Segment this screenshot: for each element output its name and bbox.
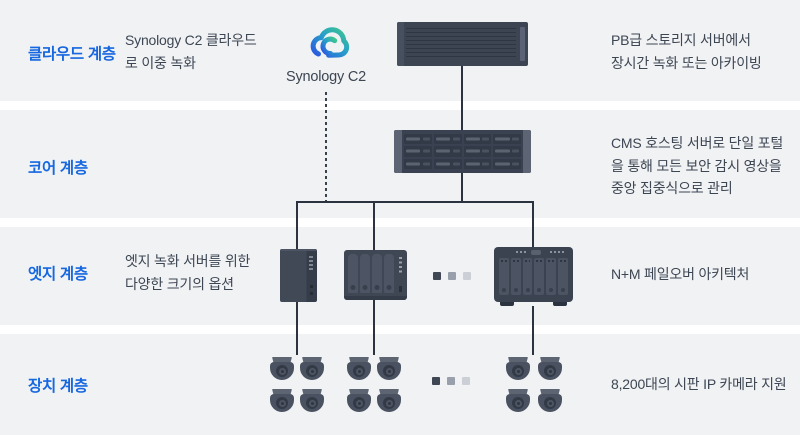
branch-to-nas4-connector: [373, 201, 375, 250]
nas-left-rail: [394, 130, 402, 173]
six-bay-nas-illustration: [494, 247, 573, 302]
two-bay-nas-illustration: [280, 249, 317, 302]
more-devices-dot-3: [463, 272, 471, 280]
branch-to-nas6-connector: [532, 201, 534, 247]
rackmount-storage-server-illustration: [397, 22, 528, 66]
more-cameras-dot-2: [447, 377, 455, 385]
dome-camera-icon: [538, 357, 562, 381]
nas2-front-ports: [310, 285, 313, 295]
nas6-right-foot: [553, 302, 567, 306]
branch-horizontal-connector: [296, 201, 534, 203]
cloud-dashed-connector: [325, 92, 327, 202]
edge-tier-left-note: 엣지 녹화 서버를 위한 다양한 크기의 옵션: [125, 253, 251, 292]
nas6-left-leds: [516, 251, 526, 253]
nas4-usb-port: [399, 286, 402, 292]
dome-camera-icon: [347, 389, 371, 413]
dome-camera-icon: [270, 389, 294, 413]
server-to-nas-connector: [461, 66, 463, 130]
cloud-caption: Synology C2: [286, 69, 367, 85]
nas4-status-leds: [399, 257, 402, 273]
nas4-base: [344, 296, 407, 300]
nas6-power-button: [531, 250, 541, 255]
dome-camera-icon: [506, 357, 530, 381]
synology-c2-cloud-icon: [310, 27, 350, 58]
cloud-tier-left-note: Synology C2 클라우드 로 이중 녹화: [125, 32, 257, 71]
nas6-right-leds: [550, 251, 564, 253]
nas-right-rail: [523, 130, 531, 173]
server-right-handle: [520, 27, 525, 61]
more-cameras-dot-1: [432, 377, 440, 385]
nas2-status-leds: [309, 256, 313, 271]
dome-camera-icon: [506, 389, 530, 413]
nas-down-connector: [461, 172, 463, 203]
four-bay-nas-illustration: [344, 250, 407, 300]
dome-camera-icon: [377, 357, 401, 381]
tier-label-core: 코어 계층: [28, 160, 88, 177]
more-devices-dot-1: [433, 272, 441, 280]
server-vent-grooves: [406, 28, 516, 60]
dome-camera-icon: [270, 357, 294, 381]
dome-camera-icon: [538, 389, 562, 413]
cloud-tier-right-note: PB급 스토리지 서버에서 장시간 녹화 또는 아카이빙: [611, 32, 762, 71]
dome-camera-icon: [347, 357, 371, 381]
tier-label-device: 장치 계층: [28, 378, 88, 395]
nas4-to-cameras-connector: [373, 300, 375, 355]
rackmount-nas-illustration: [394, 130, 531, 173]
server-left-edge: [397, 22, 404, 66]
dome-camera-icon: [300, 389, 324, 413]
core-tier-right-note: CMS 호스팅 서버로 단일 포털 을 통해 모든 보안 감시 영상을 중앙 집…: [611, 135, 784, 196]
nas6-left-foot: [500, 302, 514, 306]
device-tier-right-note: 8,200대의 시판 IP 카메라 지원: [611, 376, 787, 392]
nas6-drive-trays: [499, 258, 568, 295]
nas-drive-trays: [404, 134, 521, 169]
nas2-to-cameras-connector: [296, 302, 298, 355]
nas4-drive-trays: [348, 254, 394, 293]
branch-to-nas2-connector: [296, 201, 298, 249]
tier-band-device: [0, 334, 800, 435]
more-devices-dot-2: [448, 272, 456, 280]
tier-label-edge: 엣지 계층: [28, 266, 88, 283]
more-cameras-dot-3: [462, 377, 470, 385]
edge-tier-right-note: N+M 페일오버 아키텍처: [611, 266, 750, 282]
nas6-to-cameras-connector: [532, 306, 534, 355]
dome-camera-icon: [300, 357, 324, 381]
dome-camera-icon: [377, 389, 401, 413]
tier-label-cloud: 클라우드 계층: [28, 46, 116, 63]
